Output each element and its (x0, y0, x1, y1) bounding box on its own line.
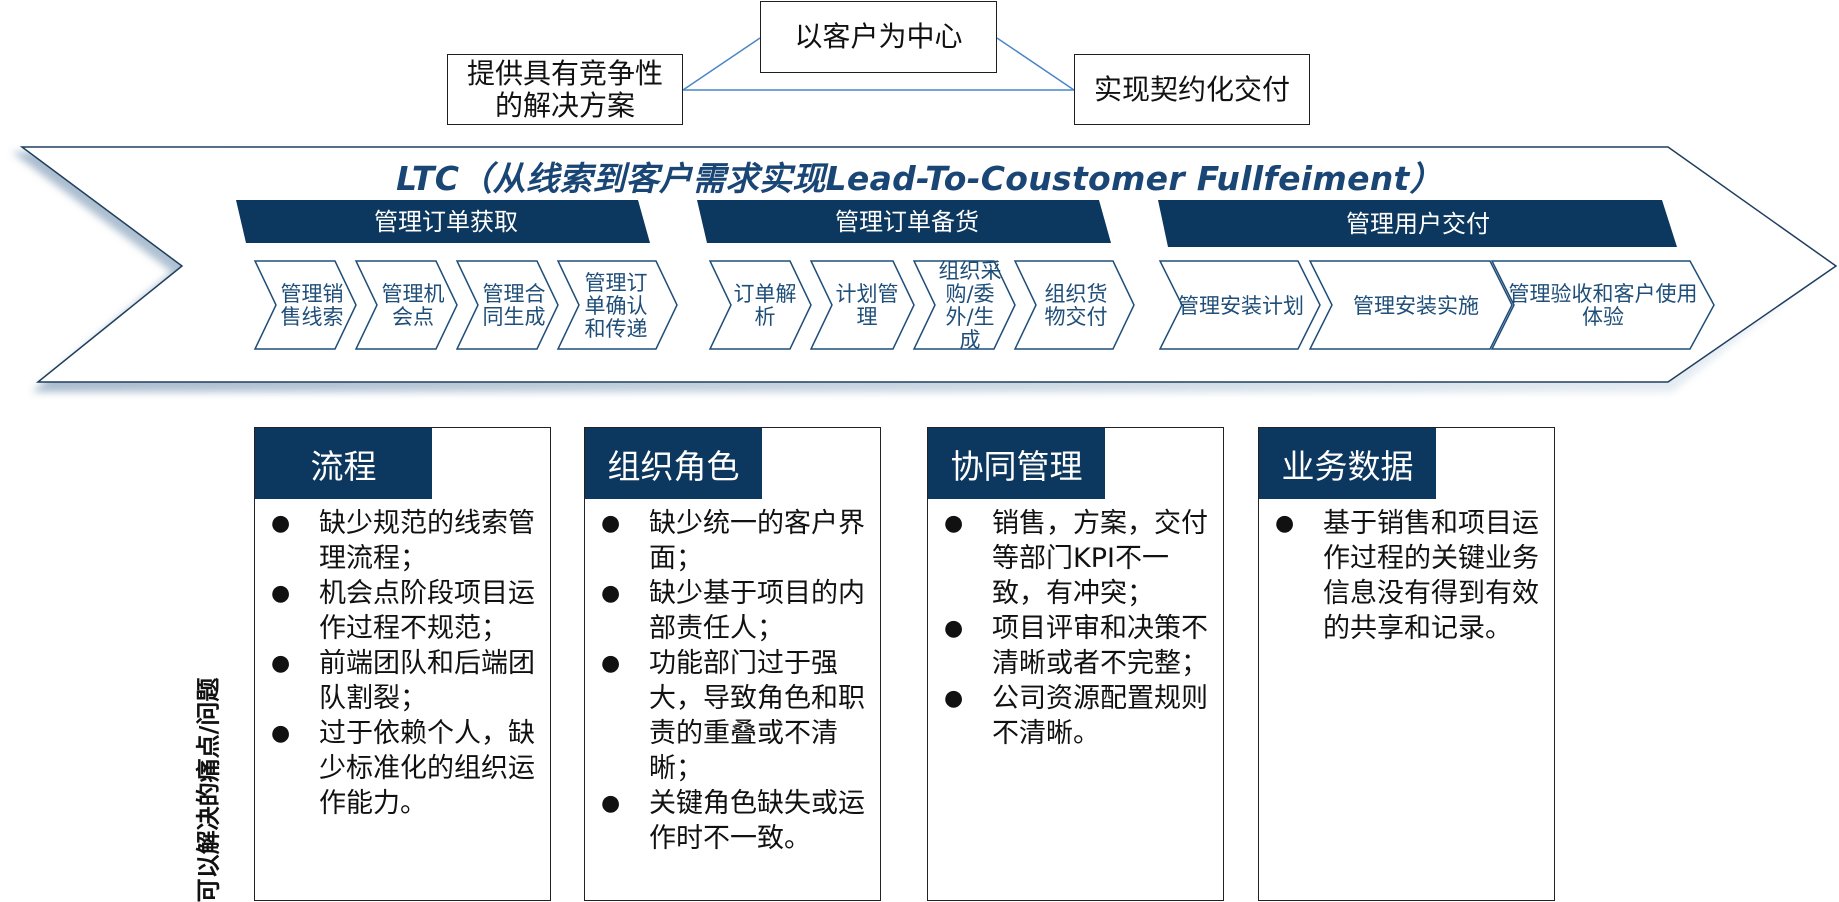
step-label: 计划管理 (835, 282, 899, 329)
customer-center-box: 以客户为中心 (760, 1, 997, 73)
step-chevron-1-4 (556, 260, 678, 350)
stage-label-order-acquire: 管理订单获取 (374, 208, 518, 236)
card-list-business-data: 基于销售和项目运作过程的关键业务信息没有得到有效的共享和记录。 (1275, 506, 1544, 646)
list-item: 公司资源配置规则不清晰。 (944, 681, 1213, 751)
step-label: 管理验收和客户使用体验 (1508, 282, 1698, 329)
step-label: 管理销售线索 (280, 282, 344, 329)
card-header-collab-mgmt: 协同管理 (928, 428, 1105, 499)
step-chevron-2-2 (809, 260, 915, 350)
step-chevron-2-4 (1013, 260, 1135, 350)
list-item: 项目评审和决策不清晰或者不完整； (944, 611, 1213, 681)
card-business-data: 业务数据 基于销售和项目运作过程的关键业务信息没有得到有效的共享和记录。 (1258, 427, 1555, 901)
step-label: 组织采购/委外/生成 (938, 259, 1002, 352)
contract-delivery-box: 实现契约化交付 (1074, 54, 1310, 125)
step-label: 管理合同生成 (482, 282, 546, 329)
step-label: 订单解析 (733, 282, 797, 329)
list-item: 缺少规范的线索管理流程； (271, 506, 540, 576)
step-chevron-1-2 (354, 260, 458, 350)
list-item: 机会点阶段项目运作过程不规范； (271, 576, 540, 646)
card-header-process: 流程 (255, 428, 432, 499)
list-item: 缺少基于项目的内部责任人； (601, 576, 870, 646)
connector-line-right (996, 37, 1075, 91)
step-label: 管理订单确认和传递 (584, 270, 648, 341)
step-chevron-2-3 (912, 260, 1016, 350)
connector-line-left (682, 37, 761, 91)
step-chevron-3-1 (1158, 260, 1321, 350)
step-chevron-2-1 (708, 260, 812, 350)
step-label: 管理安装计划 (1178, 293, 1304, 318)
step-label: 管理安装实施 (1353, 293, 1479, 318)
stage-banner-user-delivery (1158, 200, 1677, 247)
card-header-org-role: 组织角色 (585, 428, 762, 499)
card-process: 流程 缺少规范的线索管理流程； 机会点阶段项目运作过程不规范； 前端团队和后端团… (254, 427, 551, 901)
step-chevron-1-3 (455, 260, 559, 350)
ltc-title: LTC（从线索到客户需求实现Lead-To-Coustomer Fullfeim… (396, 159, 1443, 198)
competitive-solution-text: 提供具有竞争性的解决方案 (466, 56, 663, 122)
card-collab-mgmt: 协同管理 销售，方案，交付等部门KPI不一致，有冲突； 项目评审和决策不清晰或者… (927, 427, 1224, 901)
step-chevron-3-2 (1308, 260, 1513, 350)
step-chevron-3-3 (1490, 260, 1715, 350)
list-item: 缺少统一的客户界面； (601, 506, 870, 576)
customer-center-text: 以客户为中心 (794, 20, 963, 53)
card-list-org-role: 缺少统一的客户界面； 缺少基于项目的内部责任人； 功能部门过于强大，导致角色和职… (601, 506, 870, 856)
stage-label-order-prepare: 管理订单备货 (835, 208, 979, 236)
card-header-business-data: 业务数据 (1259, 428, 1436, 499)
card-list-process: 缺少规范的线索管理流程； 机会点阶段项目运作过程不规范； 前端团队和后端团队割裂… (271, 506, 540, 821)
list-item: 功能部门过于强大，导致角色和职责的重叠或不清晰； (601, 646, 870, 786)
stage-banner-order-prepare (697, 200, 1111, 243)
step-label: 组织货物交付 (1044, 282, 1108, 329)
contract-delivery-text: 实现契约化交付 (1093, 72, 1290, 106)
stage-banner-order-acquire (236, 200, 650, 243)
list-item: 销售，方案，交付等部门KPI不一致，有冲突； (944, 506, 1213, 611)
card-list-collab-mgmt: 销售，方案，交付等部门KPI不一致，有冲突； 项目评审和决策不清晰或者不完整； … (944, 506, 1213, 751)
list-item: 关键角色缺失或运作时不一致。 (601, 786, 870, 856)
competitive-solution-box: 提供具有竞争性的解决方案 (447, 54, 683, 125)
step-chevron-1-1 (253, 260, 357, 350)
card-org-role: 组织角色 缺少统一的客户界面； 缺少基于项目的内部责任人； 功能部门过于强大，导… (584, 427, 881, 901)
list-item: 基于销售和项目运作过程的关键业务信息没有得到有效的共享和记录。 (1275, 506, 1544, 646)
step-label: 管理机会点 (381, 282, 445, 329)
stage-label-user-delivery: 管理用户交付 (1346, 210, 1490, 238)
list-item: 过于依赖个人，缺少标准化的组织运作能力。 (271, 716, 540, 821)
pain-points-side-text: 可以解决的痛点/问题 (194, 677, 223, 902)
list-item: 前端团队和后端团队割裂； (271, 646, 540, 716)
